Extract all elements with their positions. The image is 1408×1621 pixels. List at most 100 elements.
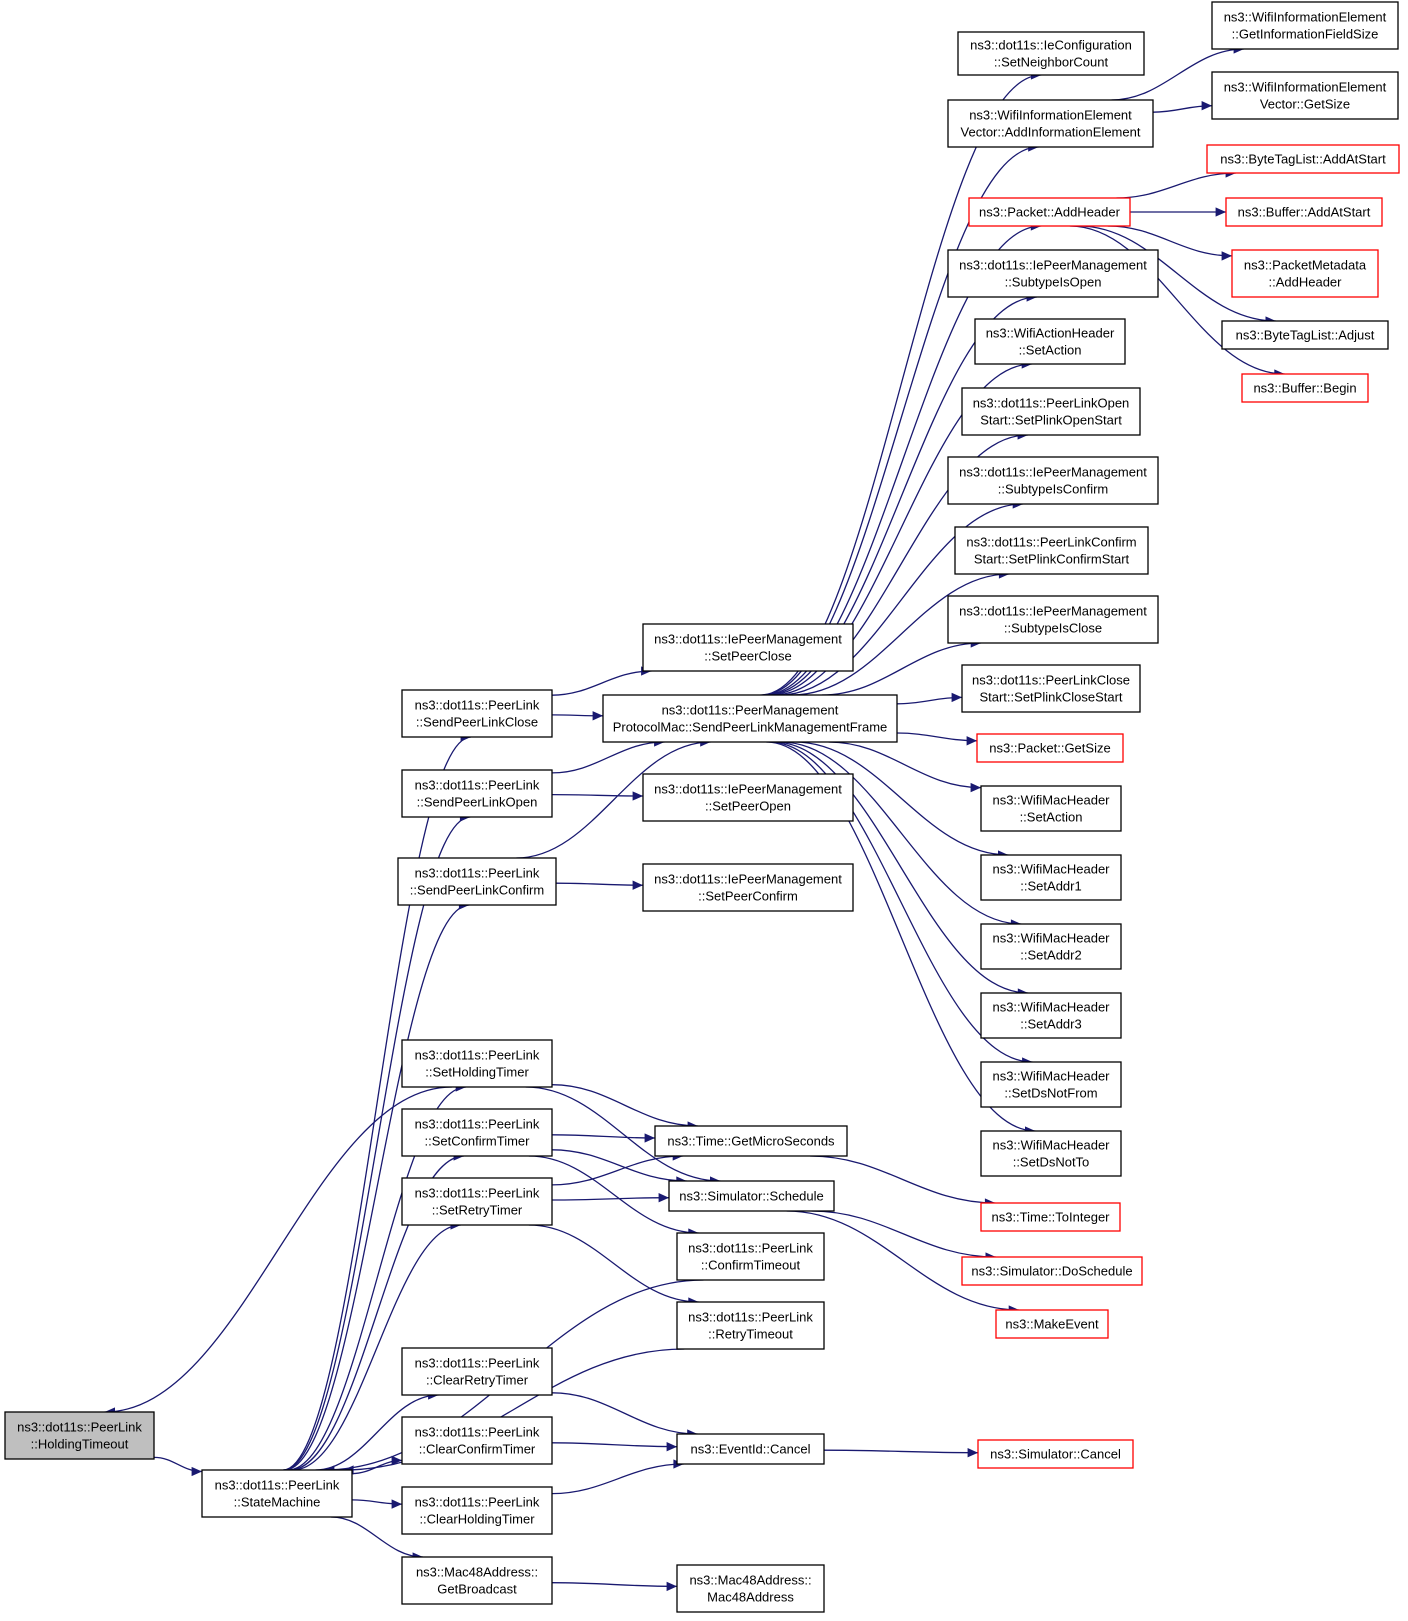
- node-subtype-close[interactable]: ns3::dot11s::IePeerManagement::SubtypeIs…: [947, 595, 1159, 644]
- node-ie-config-set-neighbor[interactable]: ns3::dot11s::IeConfiguration::SetNeighbo…: [957, 31, 1145, 76]
- node-send-mgmt-frame[interactable]: ns3::dot11s::PeerManagementProtocolMac::…: [602, 694, 898, 743]
- edge-path: [779, 499, 1024, 696]
- edge-path: [1107, 225, 1233, 261]
- node-retry-timeout[interactable]: ns3::dot11s::PeerLink::RetryTimeout: [676, 1301, 825, 1350]
- node-sim-do-schedule[interactable]: ns3::Simulator::DoSchedule: [961, 1256, 1143, 1286]
- node-bytetag-adjust[interactable]: ns3::ByteTagList::Adjust: [1221, 320, 1389, 350]
- node-wie-vec-get-size[interactable]: ns3::WifiInformationElementVector::GetSi…: [1211, 71, 1399, 120]
- node-wifi-ie-vec-add[interactable]: ns3::WifiInformationElementVector::AddIn…: [947, 99, 1154, 148]
- node-wie-get-info-size[interactable]: ns3::WifiInformationElement::GetInformat…: [1211, 1, 1399, 50]
- node-label-line: ns3::Buffer::AddAtStart: [1238, 205, 1371, 220]
- node-mac-set-ds-not-from[interactable]: ns3::WifiMacHeader::SetDsNotFrom: [980, 1061, 1122, 1108]
- edge-path: [1111, 44, 1245, 101]
- node-buffer-begin[interactable]: ns3::Buffer::Begin: [1241, 373, 1369, 403]
- node-clear-holding-timer[interactable]: ns3::dot11s::PeerLink::ClearHoldingTimer: [401, 1486, 553, 1535]
- node-plink-confirm-start[interactable]: ns3::dot11s::PeerLinkConfirmStart::SetPl…: [954, 526, 1149, 575]
- edge-send-mgmt-frame-to-mac-set-addr3: [773, 741, 1029, 998]
- node-confirm-timeout[interactable]: ns3::dot11s::PeerLink::ConfirmTimeout: [676, 1232, 825, 1281]
- node-pkt-meta-add-header[interactable]: ns3::PacketMetadata::AddHeader: [1231, 249, 1379, 298]
- node-make-event[interactable]: ns3::MakeEvent: [995, 1309, 1109, 1339]
- node-box: [947, 456, 1159, 505]
- node-label-line: ns3::ByteTagList::AddAtStart: [1220, 152, 1386, 167]
- node-label-line: ::SetHoldingTimer: [425, 1065, 529, 1080]
- node-label-line: ::SetAddr1: [1020, 879, 1081, 894]
- node-box: [1225, 197, 1383, 227]
- node-box: [401, 1347, 553, 1396]
- node-mac-set-ds-not-to[interactable]: ns3::WifiMacHeader::SetDsNotTo: [980, 1130, 1122, 1177]
- node-send-open[interactable]: ns3::dot11s::PeerLink::SendPeerLinkOpen: [401, 769, 553, 818]
- node-set-confirm-timer[interactable]: ns3::dot11s::PeerLink::SetConfirmTimer: [401, 1108, 553, 1157]
- edge-path: [786, 1210, 1020, 1315]
- node-event-cancel[interactable]: ns3::EventId::Cancel: [676, 1433, 825, 1465]
- node-label-line: ns3::WifiInformationElement: [969, 108, 1132, 123]
- edge-path: [551, 1442, 678, 1452]
- edge-send-mgmt-frame-to-subtype-confirm: [779, 499, 1024, 696]
- node-time-to-integer[interactable]: ns3::Time::ToInteger: [980, 1202, 1121, 1232]
- edge-path: [792, 569, 1010, 696]
- node-label-line: ns3::dot11s::IePeerManagement: [959, 604, 1147, 619]
- node-send-close[interactable]: ns3::dot11s::PeerLink::SendPeerLinkClose: [401, 689, 553, 738]
- node-bytetag-add-at-start[interactable]: ns3::ByteTagList::AddAtStart: [1206, 144, 1400, 174]
- node-buffer-add-at-start[interactable]: ns3::Buffer::AddAtStart: [1225, 197, 1383, 227]
- node-label-line: ns3::dot11s::PeerLinkConfirm: [966, 535, 1136, 550]
- node-box: [397, 857, 557, 906]
- node-label-line: ns3::dot11s::PeerLink: [415, 1356, 540, 1371]
- node-set-peer-open[interactable]: ns3::dot11s::IePeerManagement::SetPeerOp…: [642, 773, 854, 822]
- node-clear-confirm-timer[interactable]: ns3::dot11s::PeerLink::ClearConfirmTimer: [401, 1416, 553, 1465]
- edge-path: [1078, 225, 1276, 326]
- node-label-line: ns3::dot11s::PeerLink: [415, 698, 540, 713]
- node-label-line: ns3::Time::GetMicroSeconds: [667, 1134, 835, 1149]
- node-mac48-ctor[interactable]: ns3::Mac48Address::Mac48Address: [676, 1564, 825, 1613]
- edge-path: [551, 791, 644, 801]
- edge-send-confirm-to-set-peer-confirm: [555, 880, 644, 890]
- edge-event-cancel-to-sim-cancel: [823, 1448, 979, 1458]
- node-send-confirm[interactable]: ns3::dot11s::PeerLink::SendPeerLinkConfi…: [397, 857, 557, 906]
- node-clear-retry-timer[interactable]: ns3::dot11s::PeerLink::ClearRetryTimer: [401, 1347, 553, 1396]
- node-plink-open-start[interactable]: ns3::dot11s::PeerLinkOpenStart::SetPlink…: [961, 387, 1141, 436]
- node-get-broadcast[interactable]: ns3::Mac48Address::GetBroadcast: [401, 1556, 553, 1605]
- node-mac-set-addr3[interactable]: ns3::WifiMacHeader::SetAddr3: [980, 992, 1122, 1039]
- node-label-line: ::HoldingTimeout: [31, 1437, 129, 1452]
- node-subtype-open[interactable]: ns3::dot11s::IePeerManagement::SubtypeIs…: [947, 249, 1159, 298]
- node-label-line: ns3::EventId::Cancel: [691, 1442, 811, 1457]
- node-label-line: ns3::Mac48Address::: [416, 1565, 538, 1580]
- node-get-micro-seconds[interactable]: ns3::Time::GetMicroSeconds: [654, 1125, 848, 1157]
- node-label-line: ::SetAction: [1019, 343, 1082, 358]
- node-packet-add-header[interactable]: ns3::Packet::AddHeader: [968, 197, 1131, 227]
- node-label-line: Start::SetPlinkOpenStart: [980, 413, 1122, 428]
- node-label-line: ns3::WifiInformationElement: [1224, 80, 1387, 95]
- node-label-line: ::RetryTimeout: [708, 1327, 793, 1342]
- edge-path: [289, 1151, 465, 1471]
- node-box: [961, 387, 1141, 436]
- node-set-peer-close[interactable]: ns3::dot11s::IePeerManagement::SetPeerCl…: [642, 623, 854, 672]
- node-set-holding-timer[interactable]: ns3::dot11s::PeerLink::SetHoldingTimer: [401, 1039, 553, 1088]
- node-mac-set-action[interactable]: ns3::WifiMacHeader::SetAction: [980, 785, 1122, 832]
- node-mac-set-addr2[interactable]: ns3::WifiMacHeader::SetAddr2: [980, 923, 1122, 970]
- node-box: [676, 1433, 825, 1465]
- edge-path: [811, 1210, 996, 1262]
- node-label-line: ::SetAddr2: [1020, 948, 1081, 963]
- node-box: [980, 785, 1122, 832]
- node-sim-cancel[interactable]: ns3::Simulator::Cancel: [977, 1439, 1134, 1469]
- node-state-machine[interactable]: ns3::dot11s::PeerLink::StateMachine: [201, 1469, 353, 1518]
- node-label-line: ::SetDsNotFrom: [1004, 1086, 1097, 1101]
- node-box: [995, 1309, 1109, 1339]
- node-sim-schedule[interactable]: ns3::Simulator::Schedule: [668, 1180, 835, 1212]
- node-label-line: ns3::Time::ToInteger: [991, 1210, 1110, 1225]
- node-subtype-confirm[interactable]: ns3::dot11s::IePeerManagement::SubtypeIs…: [947, 456, 1159, 505]
- edge-path: [780, 741, 1022, 929]
- node-box: [968, 197, 1131, 227]
- node-label-line: ns3::ByteTagList::Adjust: [1236, 328, 1375, 343]
- node-label-line: ::SetAddr3: [1020, 1017, 1081, 1032]
- edge-path: [1116, 168, 1237, 199]
- edge-path: [1069, 225, 1285, 379]
- node-packet-get-size[interactable]: ns3::Packet::GetSize: [976, 733, 1124, 763]
- node-box: [676, 1232, 825, 1281]
- node-wifi-action-set[interactable]: ns3::WifiActionHeader::SetAction: [974, 318, 1126, 365]
- node-set-peer-confirm[interactable]: ns3::dot11s::IePeerManagement::SetPeerCo…: [642, 863, 854, 912]
- node-label-line: ::ClearRetryTimer: [426, 1373, 529, 1388]
- edge-send-mgmt-frame-to-subtype-close: [821, 638, 982, 696]
- node-mac-set-addr1[interactable]: ns3::WifiMacHeader::SetAddr1: [980, 854, 1122, 901]
- node-plink-close-start[interactable]: ns3::dot11s::PeerLinkCloseStart::SetPlin…: [961, 664, 1141, 713]
- node-set-retry-timer[interactable]: ns3::dot11s::PeerLink::SetRetryTimer: [401, 1177, 553, 1226]
